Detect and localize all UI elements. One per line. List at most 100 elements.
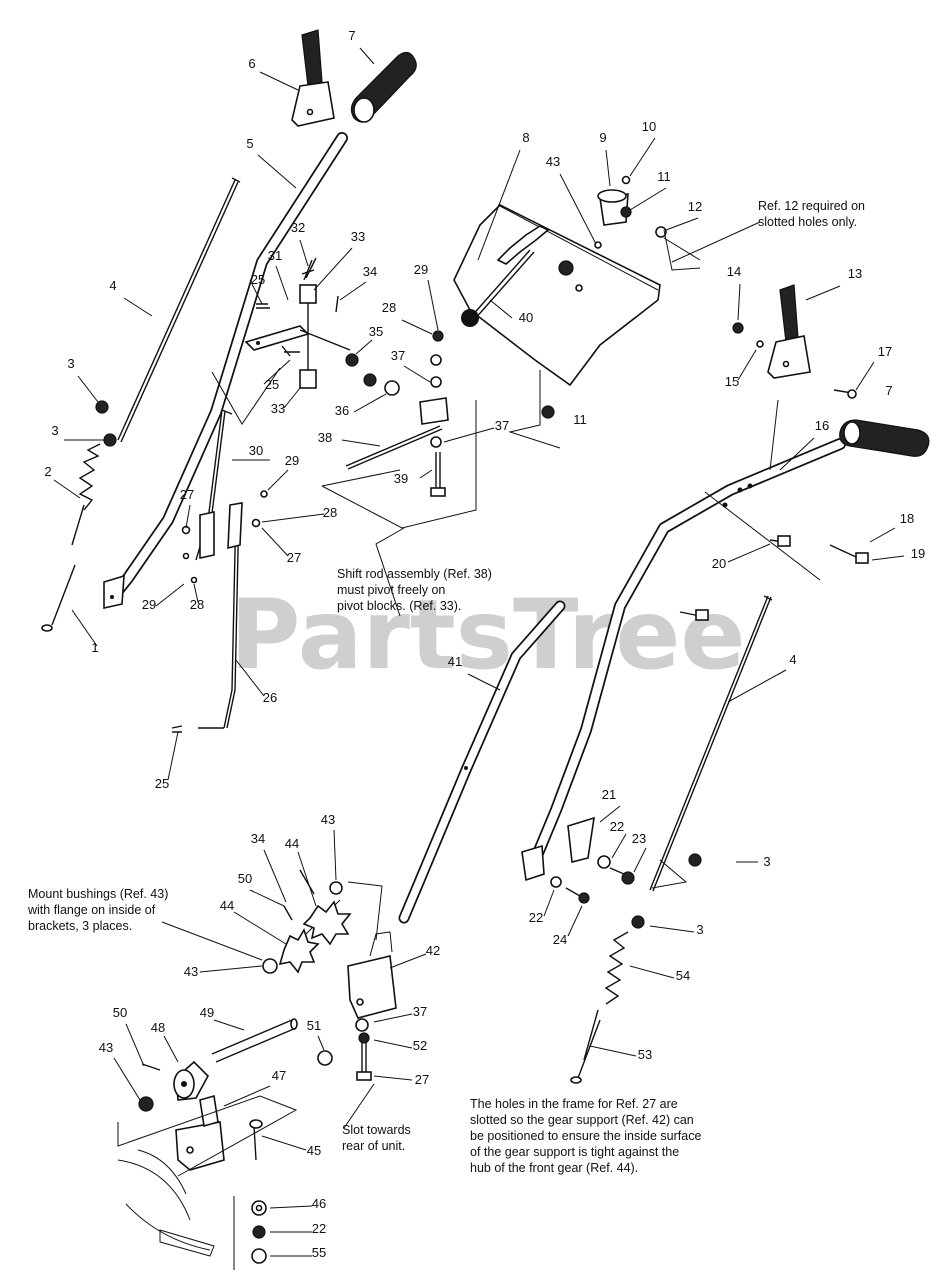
callout-c42: 42 xyxy=(426,943,440,958)
callout-c25c: 25 xyxy=(155,776,169,791)
callout-c38: 38 xyxy=(318,430,332,445)
callout-c28a: 28 xyxy=(382,300,396,315)
control-cable-left xyxy=(117,177,241,443)
note-bushings-line3: brackets, 3 places. xyxy=(28,919,132,933)
callout-c15: 15 xyxy=(725,374,739,389)
note-holes-line5: hub of the front gear (Ref. 44). xyxy=(470,1161,638,1175)
callout-c29a: 29 xyxy=(414,262,428,277)
callout-c35: 35 xyxy=(369,324,383,339)
callout-c25a: 25 xyxy=(251,272,265,287)
callout-c49: 49 xyxy=(200,1005,214,1020)
note-ref12: Ref. 12 required on slotted holes only. xyxy=(758,199,865,229)
callout-c4b: 4 xyxy=(789,652,796,667)
callout-c36: 36 xyxy=(335,403,349,418)
note-slot-line1: Slot towards xyxy=(342,1123,411,1137)
callout-c34a: 34 xyxy=(363,264,377,279)
callout-c27a: 27 xyxy=(180,487,194,502)
callout-c3b: 3 xyxy=(51,423,58,438)
callout-c54: 54 xyxy=(676,968,690,983)
callout-c33a: 33 xyxy=(351,229,365,244)
callout-c55: 55 xyxy=(312,1245,326,1260)
callout-c50b: 50 xyxy=(113,1005,127,1020)
note-ref12-line2: slotted holes only. xyxy=(758,215,857,229)
note-bushings-line2: with flange on inside of xyxy=(27,903,156,917)
callout-c47: 47 xyxy=(272,1068,286,1083)
note-shift-rod-line3: pivot blocks. (Ref. 33). xyxy=(337,599,461,613)
lower-shaft-assembly xyxy=(117,1018,298,1257)
callout-c20: 20 xyxy=(712,556,726,571)
callout-c1: 1 xyxy=(91,640,98,655)
callout-c2: 2 xyxy=(44,464,51,479)
hand-grip-left xyxy=(350,51,417,123)
callout-c24: 24 xyxy=(553,932,567,947)
front-gear xyxy=(302,900,352,946)
callout-c53: 53 xyxy=(638,1047,652,1062)
hand-grip-right xyxy=(839,419,930,457)
callout-c51: 51 xyxy=(307,1018,321,1033)
watermark: PartsTree xyxy=(230,579,745,691)
callout-c5: 5 xyxy=(246,136,253,151)
callout-c41: 41 xyxy=(448,654,462,669)
shift-lever-right xyxy=(732,284,857,399)
note-holes: The holes in the frame for Ref. 27 are s… xyxy=(470,1097,701,1175)
rear-gear xyxy=(278,928,320,974)
right-upper-handle xyxy=(521,438,846,882)
callout-c43c: 43 xyxy=(184,964,198,979)
callout-c19: 19 xyxy=(911,546,925,561)
callout-c14: 14 xyxy=(727,264,741,279)
shift-panel xyxy=(453,175,701,449)
callout-c46: 46 xyxy=(312,1196,326,1211)
callout-c34b: 34 xyxy=(251,831,265,846)
callout-c37c: 37 xyxy=(413,1004,427,1019)
note-bushings: Mount bushings (Ref. 43) with flange on … xyxy=(27,887,168,933)
note-holes-line3: be positioned to ensure the inside surfa… xyxy=(470,1129,701,1143)
note-ref12-line1: Ref. 12 required on xyxy=(758,199,865,213)
callout-c17: 17 xyxy=(878,344,892,359)
callout-c44a: 44 xyxy=(285,836,299,851)
callout-c43b: 43 xyxy=(321,812,335,827)
callout-c18: 18 xyxy=(900,511,914,526)
note-slot: Slot towards rear of unit. xyxy=(342,1123,411,1153)
note-holes-line4: of the gear support is tight against the xyxy=(470,1145,679,1159)
callout-c28b: 28 xyxy=(323,505,337,520)
gear-support-assembly xyxy=(262,869,397,1081)
callout-c44b: 44 xyxy=(220,898,234,913)
note-bushings-line1: Mount bushings (Ref. 43) xyxy=(28,887,168,901)
callout-c16: 16 xyxy=(815,418,829,433)
callout-c26: 26 xyxy=(263,690,277,705)
callout-c3a: 3 xyxy=(67,356,74,371)
callout-c3d: 3 xyxy=(696,922,703,937)
note-holes-line2: slotted so the gear support (Ref. 42) ca… xyxy=(470,1113,694,1127)
callout-c45: 45 xyxy=(307,1143,321,1158)
callout-c11b: 11 xyxy=(573,412,587,427)
left-cable-hardware xyxy=(41,400,117,632)
callout-c12: 12 xyxy=(688,199,702,214)
callout-c9: 9 xyxy=(599,130,606,145)
note-holes-line1: The holes in the frame for Ref. 27 are xyxy=(470,1097,678,1111)
control-cable-right xyxy=(570,595,773,1084)
callout-c25b: 25 xyxy=(265,377,279,392)
note-shift-rod: Shift rod assembly (Ref. 38) must pivot … xyxy=(337,567,492,613)
callout-c11a: 11 xyxy=(657,169,671,184)
leader-lines xyxy=(53,47,905,1257)
right-handle-hardware xyxy=(679,399,869,621)
callout-c29b: 29 xyxy=(285,453,299,468)
shift-linkage-assembly xyxy=(244,257,477,529)
callout-c28c: 28 xyxy=(190,597,204,612)
callout-c27b: 27 xyxy=(287,550,301,565)
note-slot-line2: rear of unit. xyxy=(342,1139,405,1153)
callout-c13: 13 xyxy=(848,266,862,281)
callout-c8: 8 xyxy=(522,130,529,145)
callout-c21: 21 xyxy=(602,787,616,802)
callout-c50a: 50 xyxy=(238,871,252,886)
note-shift-rod-line1: Shift rod assembly (Ref. 38) xyxy=(337,567,492,581)
callout-c31: 31 xyxy=(268,248,282,263)
callout-c4a: 4 xyxy=(109,278,116,293)
callout-c27c: 27 xyxy=(415,1072,429,1087)
callout-c6: 6 xyxy=(248,56,255,71)
callout-c52: 52 xyxy=(413,1038,427,1053)
callout-c43d: 43 xyxy=(99,1040,113,1055)
callout-c32: 32 xyxy=(291,220,305,235)
callout-c37b: 37 xyxy=(495,418,509,433)
